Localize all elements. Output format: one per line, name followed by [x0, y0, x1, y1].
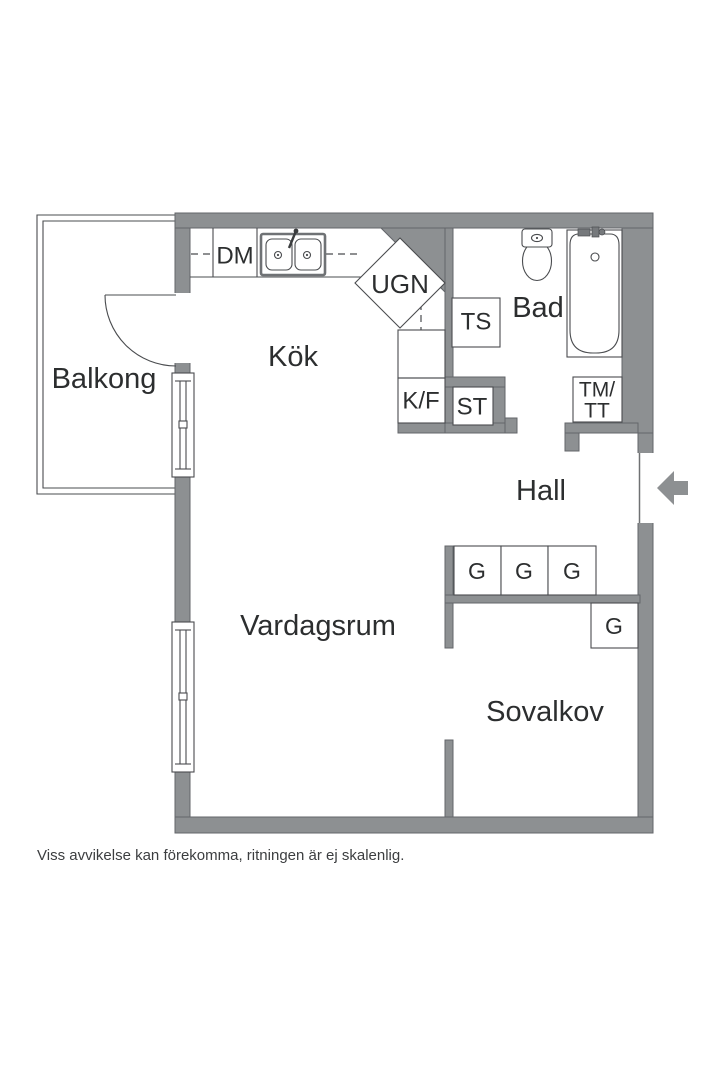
fridge-freezer-box	[397, 377, 446, 424]
entry-door	[638, 453, 688, 523]
drying-cabinet-box	[451, 297, 501, 348]
room-label-hall: Hall	[516, 475, 566, 507]
room-label-bathroom: Bad	[512, 292, 564, 324]
room-label-kitchen: Kök	[268, 341, 318, 373]
room-label-sleeping-alcove: Sovalkov	[486, 696, 604, 728]
sink-faucet-head	[293, 228, 299, 234]
window-mullion	[178, 420, 188, 429]
wall-st-closet-jamb	[504, 417, 518, 434]
wall-bath-bottom	[564, 422, 639, 434]
wall-bath-door-jamb	[564, 432, 580, 452]
balcony-outline	[36, 214, 175, 495]
sink-basin-right	[294, 238, 322, 271]
toilet-button-dot	[535, 236, 539, 240]
appliance-label-oven: UGN	[371, 269, 429, 299]
appliance-label-washer-line1: TM/	[579, 379, 615, 402]
toilet-button	[530, 233, 544, 243]
balcony-inner-line	[42, 220, 175, 489]
sink-drain-dot	[276, 253, 280, 257]
balcony-outer-line	[36, 214, 175, 495]
wall-right-bathroom	[621, 227, 654, 434]
wardrobe-label: G	[468, 558, 486, 584]
toilet-icon	[521, 228, 553, 282]
window-lower	[171, 621, 195, 773]
wardrobe-label: G	[605, 613, 623, 639]
cleaning-closet-box	[452, 386, 494, 426]
sink-frame	[259, 232, 327, 277]
bathtub-basin	[569, 233, 620, 354]
sink-drain	[302, 250, 312, 260]
sink-faucet	[287, 230, 298, 249]
wardrobe-label: G	[515, 558, 533, 584]
wardrobe-box	[547, 545, 597, 596]
sink-drain-dot	[305, 253, 309, 257]
washer-dryer-box	[572, 376, 623, 423]
window-mullion	[178, 692, 188, 701]
bathtub-icon	[566, 226, 623, 358]
wardrobe-label: G	[563, 558, 581, 584]
bathtub-faucet	[577, 228, 591, 237]
room-label-living-room: Vardagsrum	[240, 610, 396, 642]
wall-alcove-stub	[444, 739, 454, 818]
window-upper	[171, 372, 195, 478]
balcony-door-opening	[173, 293, 192, 363]
appliance-label-dishwasher: DM	[216, 243, 253, 270]
appliance-label-washer-line2: TT	[584, 400, 610, 423]
bathtub-drain	[590, 252, 600, 262]
door-swing-arc	[104, 294, 177, 367]
bathroom-fixtures	[451, 226, 623, 423]
entry-door-opening	[636, 453, 655, 523]
wardrobes: G G G G	[453, 545, 639, 649]
sink-icon	[259, 228, 327, 277]
room-labels: Balkong Kök Bad Hall Vardagsrum Sovalkov	[52, 292, 605, 728]
wardrobe-box	[500, 545, 549, 596]
sink-drain	[273, 250, 283, 260]
bathtub-faucet	[591, 226, 600, 238]
sink-basin-left	[265, 238, 293, 271]
entry-arrow-icon	[657, 471, 688, 505]
appliance-label-fridge-freezer: K/F	[402, 388, 439, 415]
wardrobe-box	[453, 545, 502, 596]
disclaimer-caption: Viss avvikelse kan förekomma, ritningen …	[37, 847, 404, 864]
counter-cabinet	[397, 329, 446, 379]
appliance-label-cleaning-closet: ST	[457, 394, 488, 421]
oven-diamond	[354, 237, 446, 329]
balcony-door	[104, 294, 177, 367]
wardrobe-box	[590, 602, 639, 649]
wall-st-closet-top	[444, 376, 506, 388]
wall-top	[174, 212, 654, 229]
wall-hall-wardrobe	[444, 594, 641, 604]
room-label-balcony: Balkong	[52, 363, 157, 395]
appliance-labels: DM UGN K/F TS ST TM/ TT	[216, 243, 615, 423]
appliance-label-drying-cabinet: TS	[461, 309, 492, 336]
wall-bottom	[174, 816, 654, 834]
kitchen-counter	[190, 228, 446, 424]
wall-st-closet-right	[492, 386, 506, 424]
bathtub-faucet-knob	[598, 228, 606, 236]
